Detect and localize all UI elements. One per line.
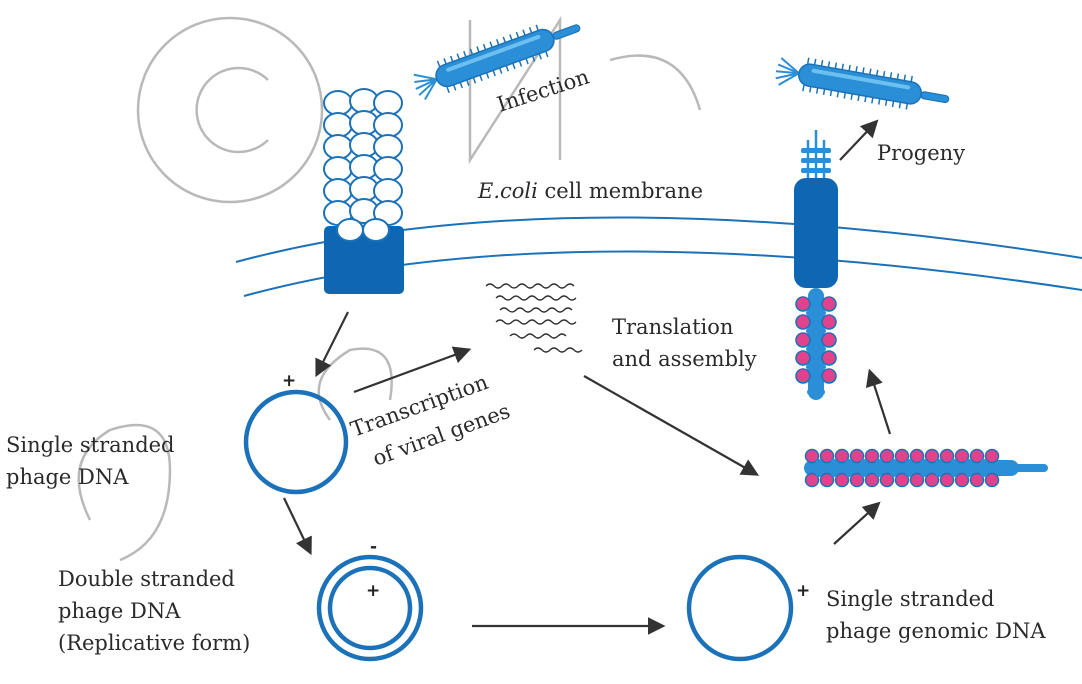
ss-genomic-label-line2: phage genomic DNA — [826, 619, 1046, 643]
ss-dna-ring — [243, 389, 349, 495]
ds-dna-plus-sign: + — [366, 581, 380, 601]
progeny-phage — [772, 51, 953, 118]
ds-dna-ring — [316, 554, 424, 662]
translation-label-line1: Translation — [612, 315, 733, 339]
ds-dna-minus-sign: - — [370, 537, 377, 557]
assembling-phage — [794, 130, 838, 400]
phage-attachment-complex — [323, 88, 404, 294]
flow-arrows — [283, 119, 892, 635]
genomic-dna-plus-sign: + — [796, 581, 810, 601]
infection-label: Infection — [494, 65, 592, 117]
ss-dna-plus-sign: + — [282, 371, 296, 391]
membrane-label-species: E.coli — [477, 179, 538, 203]
ds-dna-label-line3: (Replicative form) — [58, 631, 250, 655]
ss-genomic-label-line1: Single stranded — [826, 587, 995, 611]
ss-dna-label-line1: Single stranded — [6, 433, 175, 457]
viral-mrna — [485, 283, 583, 353]
translation-label-line2: and assembly — [612, 347, 757, 371]
ss-dna-label-line2: phage DNA — [6, 465, 129, 489]
ds-dna-label-line2: phage DNA — [58, 599, 181, 623]
coated-genome-complex — [804, 448, 1048, 488]
ss-genomic-dna-ring — [686, 554, 794, 662]
membrane-label-rest: cell membrane — [538, 179, 703, 203]
membrane-label: E.coli cell membrane — [477, 179, 703, 203]
infecting-phage — [413, 24, 581, 100]
progeny-label: Progeny — [877, 141, 965, 165]
ds-dna-label-line1: Double stranded — [58, 567, 235, 591]
